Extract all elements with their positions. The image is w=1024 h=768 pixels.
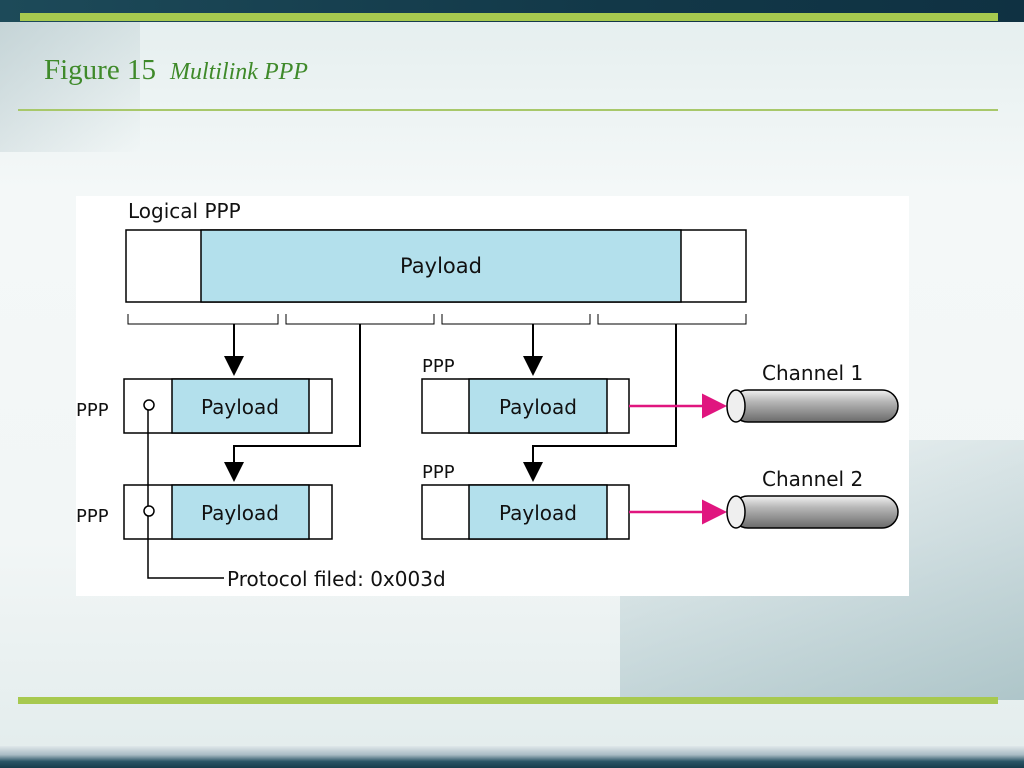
ppp-frame-1: Payload PPP — [76, 378, 333, 434]
channel-1-label: Channel 1 — [762, 361, 863, 385]
multilink-ppp-diagram: Logical PPP Payload Payload PPP — [76, 199, 899, 591]
bottom-accent-line — [18, 697, 998, 704]
frame-2-payload: Payload — [201, 501, 279, 525]
logical-payload-label: Payload — [400, 254, 482, 278]
protocol-field-callout: Protocol filed: 0x003d — [143, 399, 446, 591]
frame-2-ppp-label: PPP — [76, 506, 109, 527]
ppp-frame-2: Payload PPP — [76, 484, 333, 540]
payload-segment-brackets — [127, 314, 747, 325]
frame-1-payload: Payload — [201, 395, 279, 419]
frame-3-ppp-label: PPP — [422, 356, 455, 377]
title-divider — [18, 109, 998, 111]
ppp-frame-3: Payload PPP — [421, 356, 630, 434]
slide-title: Figure 15 Multilink PPP — [44, 54, 308, 87]
channel-arrows — [629, 393, 727, 525]
protocol-field-marker-1 — [143, 399, 155, 411]
background-photo-left — [0, 22, 140, 152]
figure-number: Figure 15 — [44, 54, 156, 86]
ppp-frame-4: Payload PPP — [421, 462, 630, 540]
logical-ppp-frame: Payload — [125, 229, 747, 303]
logical-ppp-label: Logical PPP — [128, 199, 241, 223]
frame-4-payload: Payload — [499, 501, 577, 525]
top-accent-line — [20, 13, 998, 21]
frame-3-payload: Payload — [499, 395, 577, 419]
channel-1-pipe: Channel 1 — [726, 361, 899, 423]
channel-2-label: Channel 2 — [762, 467, 863, 491]
bottom-banner — [0, 746, 1024, 768]
logical-payload-field — [200, 229, 682, 303]
diagram-panel: Logical PPP Payload Payload PPP — [76, 196, 909, 596]
channel-2-pipe: Channel 2 — [726, 467, 899, 529]
segment-arrows — [224, 324, 677, 482]
frame-1-ppp-label: PPP — [76, 400, 109, 421]
protocol-field-label: Protocol filed: 0x003d — [227, 567, 446, 591]
protocol-field-marker-2 — [143, 505, 155, 517]
frame-4-ppp-label: PPP — [422, 462, 455, 483]
figure-title: Multilink PPP — [169, 59, 308, 85]
